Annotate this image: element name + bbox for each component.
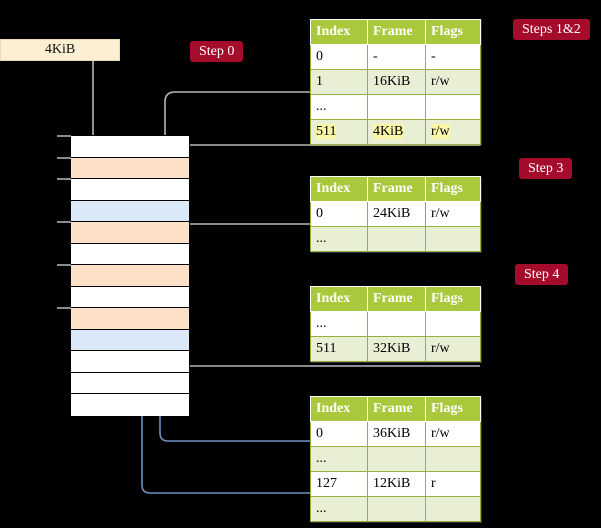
memory-frame-row (57, 135, 189, 158)
column-header-index: Index (310, 176, 368, 202)
page-table-cell-frm: 4KiB (367, 119, 426, 145)
page-table-cell-idx: ... (310, 94, 368, 120)
highlighted-value: r/w (431, 124, 450, 139)
column-header-frame: Frame (367, 396, 426, 422)
page-table-cell-frm (367, 311, 426, 337)
memory-frame-row (71, 351, 189, 373)
source-frame-box: 4KiB (0, 39, 120, 61)
page-table-cell-flg: r/w (425, 119, 481, 145)
column-header-flags: Flags (425, 396, 481, 422)
page-table-cell-idx: 0 (310, 201, 368, 227)
column-header-index: Index (310, 19, 368, 45)
page-table-cell-frm: - (367, 44, 426, 70)
memory-row-tick (57, 135, 71, 137)
memory-frame-row (57, 307, 189, 330)
page-table-cell-idx: 0 (310, 44, 368, 70)
memory-row-tick (57, 221, 71, 223)
page-table-cell-idx: ... (310, 446, 368, 472)
page-table-cell-flg: r (425, 471, 481, 497)
page-table-cell-flg: r/w (425, 336, 481, 362)
page-table-cell-flg: r/w (425, 69, 481, 95)
page-table-cell-frm: 24KiB (367, 201, 426, 227)
page-table-cell-idx: 511 (310, 119, 368, 145)
memory-frame-row (57, 178, 189, 201)
page-table-row[interactable]: ... (310, 311, 481, 337)
page-table-row[interactable]: 511 4KiB r/w (310, 119, 481, 145)
memory-frame-row (71, 286, 189, 308)
column-header-index: Index (310, 396, 368, 422)
page-table-cell-frm: 12KiB (367, 471, 426, 497)
page-table-cell-flg (425, 226, 481, 252)
column-header-flags: Flags (425, 286, 481, 312)
memory-frame-row (71, 372, 189, 394)
memory-frame-row (71, 394, 189, 416)
page-table-cell-flg (425, 496, 481, 522)
page-table-cell-frm: 16KiB (367, 69, 426, 95)
memory-row-tick (57, 178, 71, 180)
page-table-cell-flg (425, 94, 481, 120)
page-table-cell-flg (425, 446, 481, 472)
page-table-cell-flg: - (425, 44, 481, 70)
page-table-row[interactable]: ... (310, 94, 481, 120)
page-table-cell-idx: 127 (310, 471, 368, 497)
memory-frame-row (57, 156, 189, 179)
memory-frame-row (71, 200, 189, 222)
badge-step-0: Step 0 (190, 41, 244, 62)
page-table-cell-idx: 511 (310, 336, 368, 362)
page-table-cell-frm (367, 226, 426, 252)
badge-step-4: Step 4 (515, 264, 569, 285)
source-frame-label: 4KiB (44, 42, 76, 57)
highlighted-value: 4KiB (373, 124, 404, 139)
column-header-index: Index (310, 286, 368, 312)
memory-frame-row (57, 264, 189, 287)
memory-frame-row (71, 243, 189, 265)
memory-row-tick (57, 264, 71, 266)
page-table-cell-frm: 32KiB (367, 336, 426, 362)
physical-memory-column (57, 135, 190, 416)
page-table-cell-idx: 1 (310, 69, 368, 95)
page-table-cell-idx: ... (310, 311, 368, 337)
column-header-flags: Flags (425, 176, 481, 202)
page-table-cell-frm (367, 94, 426, 120)
page-table-cell-frm: 36KiB (367, 421, 426, 447)
memory-frame-row (71, 329, 189, 351)
page-table-row[interactable]: ... (310, 496, 481, 522)
column-header-frame: Frame (367, 176, 426, 202)
highlighted-value: 511 (316, 124, 337, 139)
badge-steps-1-2: Steps 1&2 (513, 19, 590, 40)
page-table-row[interactable]: 0-- (310, 44, 481, 70)
page-table-cell-frm (367, 496, 426, 522)
page-table-cell-flg (425, 311, 481, 337)
page-table-cell-idx: ... (310, 496, 368, 522)
memory-row-tick (57, 156, 71, 159)
memory-frame-row (57, 221, 189, 244)
memory-row-tick (57, 307, 71, 309)
page-table-row[interactable]: ... (310, 226, 481, 252)
badge-step-3: Step 3 (519, 158, 573, 179)
page-table-cell-idx: 0 (310, 421, 368, 447)
column-header-frame: Frame (367, 286, 426, 312)
page-table-cell-idx: ... (310, 226, 368, 252)
page-table-cell-frm (367, 446, 426, 472)
page-table-row[interactable]: ... (310, 446, 481, 472)
page-table-cell-flg: r/w (425, 201, 481, 227)
page-table-cell-flg: r/w (425, 421, 481, 447)
column-header-frame: Frame (367, 19, 426, 45)
column-header-flags: Flags (425, 19, 481, 45)
